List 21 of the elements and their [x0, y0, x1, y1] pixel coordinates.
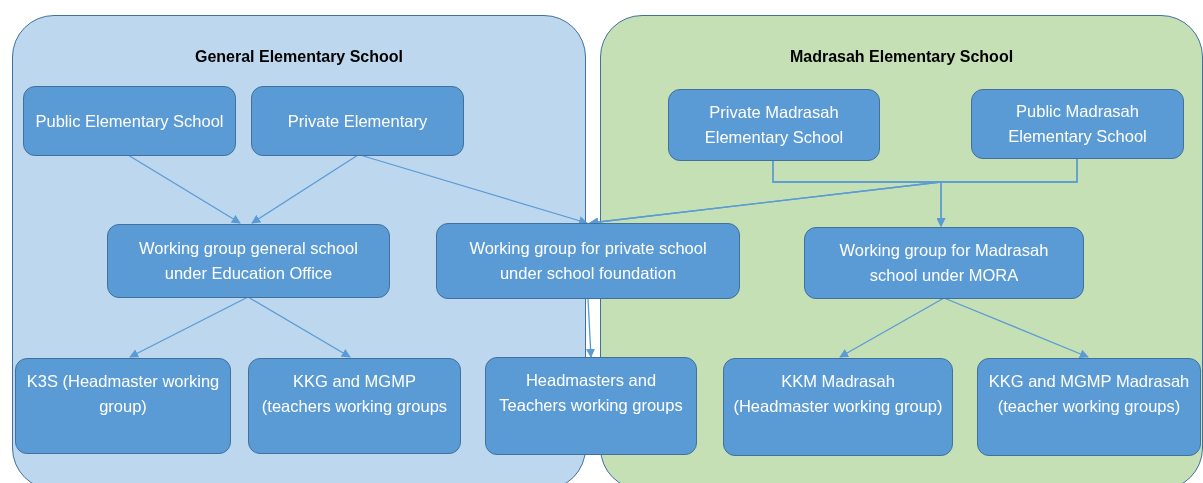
arrow	[247, 296, 351, 358]
arrow	[936, 157, 1078, 227]
process-box: Private Elementary	[251, 86, 464, 156]
process-box: KKG and MGMP (teachers working groups	[248, 358, 461, 454]
process-box: KKG and MGMP Madrasah (teacher working groups)	[977, 358, 1201, 456]
process-box: Working group general school under Education Office	[107, 224, 390, 298]
arrow	[129, 296, 249, 358]
process-box: Headmasters and Teachers working groups	[485, 357, 697, 455]
process-box: KKM Madrasah (Headmaster working group)	[723, 358, 953, 456]
group-heading: General Elementary School	[193, 48, 405, 66]
process-box: Working group for private school under school foundation	[436, 223, 740, 299]
process-box: Private Madrasah Elementary School	[668, 89, 880, 161]
process-box: Public Elementary School	[23, 86, 236, 156]
arrow	[127, 154, 241, 224]
group-heading: Madrasah Elementary School	[788, 48, 1015, 66]
arrow	[251, 154, 359, 224]
arrow	[839, 297, 945, 358]
arrow	[943, 297, 1089, 359]
process-box: Working group for Madrasah school under MORA	[804, 227, 1084, 299]
process-box: K3S (Headmaster working group)	[15, 358, 231, 454]
process-box: Public Madrasah Elementary School	[971, 89, 1184, 159]
